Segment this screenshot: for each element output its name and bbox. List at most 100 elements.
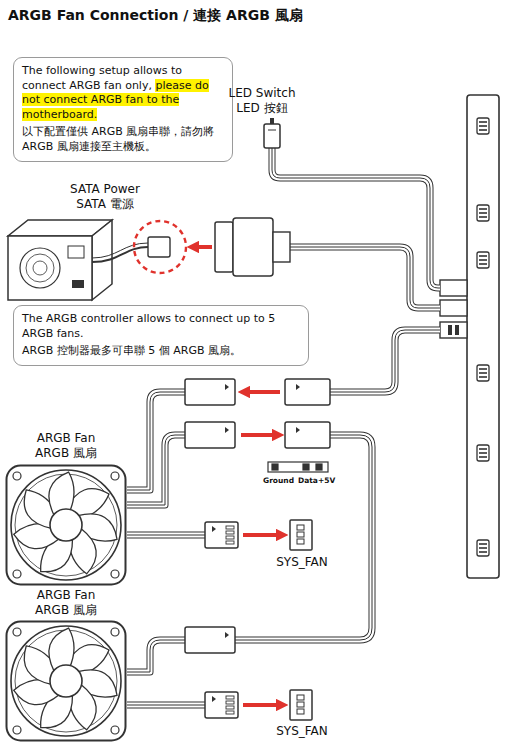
diagram-title: ARGB Fan Connection / 連接 ARGB 風扇 bbox=[8, 7, 303, 25]
header-pin bbox=[297, 525, 304, 714]
argb-connector bbox=[296, 384, 300, 390]
argb-connector bbox=[285, 422, 330, 448]
power-supply bbox=[134, 221, 186, 273]
cable bbox=[330, 330, 440, 392]
led-icon bbox=[479, 255, 487, 257]
cable bbox=[272, 148, 440, 288]
header-pin bbox=[297, 695, 304, 700]
pin-diagram bbox=[272, 464, 278, 470]
led-icon bbox=[479, 551, 487, 553]
pin-diagram bbox=[268, 462, 328, 472]
cable bbox=[127, 640, 185, 672]
argb-controller bbox=[448, 325, 452, 335]
part-label: ARGB 風扇 bbox=[16, 446, 116, 460]
red-arrow bbox=[244, 390, 280, 394]
cable bbox=[127, 435, 185, 505]
fan-connector bbox=[205, 692, 238, 718]
led-icon bbox=[477, 365, 489, 381]
led-switch bbox=[264, 124, 280, 148]
power-supply bbox=[33, 261, 47, 275]
header-pin bbox=[297, 532, 304, 537]
led-icon bbox=[477, 540, 489, 556]
part-label: SATA Power bbox=[50, 182, 160, 196]
cable bbox=[330, 330, 440, 392]
cable bbox=[330, 330, 440, 392]
led-icon bbox=[479, 456, 487, 458]
pin-name: Ground bbox=[263, 476, 294, 485]
fan-connector bbox=[212, 526, 216, 532]
power-supply bbox=[148, 237, 170, 257]
led-icon bbox=[479, 452, 487, 454]
cable bbox=[127, 435, 185, 505]
pin-name: +5V bbox=[318, 476, 338, 485]
cable bbox=[290, 247, 440, 308]
argb-controller bbox=[467, 95, 499, 578]
part-label: SYS_FAN bbox=[262, 555, 342, 569]
note-box: The ARGB controller allows to connect up… bbox=[13, 305, 309, 366]
cable bbox=[272, 148, 440, 288]
led-icon bbox=[477, 118, 489, 134]
connector-pin bbox=[226, 526, 234, 714]
led-icon bbox=[479, 259, 487, 261]
note-text: The ARGB controller allows to connect up… bbox=[22, 312, 300, 341]
cable bbox=[127, 435, 185, 505]
argb-fan bbox=[7, 466, 126, 741]
led-switch bbox=[268, 130, 276, 131]
red-arrow bbox=[193, 245, 212, 249]
cable bbox=[290, 247, 440, 308]
cable bbox=[290, 247, 440, 308]
cable bbox=[235, 435, 372, 640]
argb-connector bbox=[225, 384, 229, 390]
cable bbox=[127, 533, 205, 538]
led-icon bbox=[479, 208, 487, 210]
power-supply bbox=[8, 236, 92, 300]
argb-connector bbox=[185, 379, 235, 405]
led-icon bbox=[479, 543, 487, 545]
argb-controller bbox=[440, 322, 467, 338]
power-supply bbox=[92, 247, 148, 262]
red-arrow bbox=[243, 703, 282, 707]
argb-connector bbox=[185, 422, 235, 448]
argb-controller bbox=[440, 300, 467, 316]
led-icon bbox=[479, 216, 487, 218]
led-icon bbox=[479, 125, 487, 127]
argb-fan bbox=[7, 622, 126, 741]
argb-fan bbox=[7, 466, 126, 585]
cable bbox=[127, 392, 185, 490]
argb-controller bbox=[455, 325, 459, 335]
cable bbox=[127, 702, 205, 709]
power-supply bbox=[8, 220, 186, 300]
led-icon bbox=[477, 118, 489, 556]
cable bbox=[235, 435, 372, 640]
pin-diagram bbox=[316, 464, 322, 470]
part-label: LED Switch bbox=[212, 86, 312, 100]
argb-controller bbox=[440, 280, 467, 296]
cable bbox=[127, 705, 205, 706]
led-icon bbox=[479, 212, 487, 214]
fan-connector bbox=[205, 522, 238, 548]
red-arrow bbox=[243, 533, 282, 537]
led-icon bbox=[477, 445, 489, 461]
header-pin bbox=[297, 709, 304, 714]
power-supply bbox=[72, 280, 84, 288]
header-pin bbox=[297, 525, 304, 530]
argb-connector bbox=[185, 379, 330, 653]
led-switch bbox=[270, 118, 274, 124]
fan-connector bbox=[205, 522, 238, 718]
led-icon bbox=[477, 252, 489, 268]
fan-connector bbox=[212, 696, 216, 702]
led-icon bbox=[479, 547, 487, 549]
note-text: 以下配置僅供 ARGB 風扇串聯，請勿將 ARGB 風扇連接至主機板。 bbox=[22, 125, 224, 154]
cable bbox=[127, 535, 205, 536]
connector-pin bbox=[226, 541, 234, 544]
part-label: ARGB Fan bbox=[16, 588, 116, 602]
connector-pin bbox=[226, 711, 234, 714]
pin-diagram bbox=[268, 462, 328, 472]
part-label: LED 按鈕 bbox=[212, 101, 312, 115]
cable bbox=[127, 703, 205, 708]
led-icon bbox=[477, 205, 489, 221]
cable bbox=[127, 392, 185, 490]
red-arrow bbox=[241, 433, 278, 437]
note-text: ARGB 控制器最多可串聯 5 個 ARGB 風扇。 bbox=[22, 344, 300, 359]
connector-pin bbox=[226, 531, 234, 534]
